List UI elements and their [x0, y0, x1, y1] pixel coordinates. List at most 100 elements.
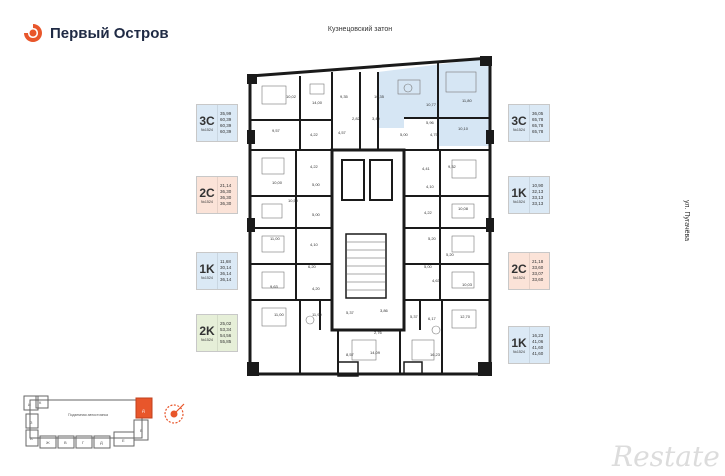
area-value: 54,56 — [220, 333, 232, 338]
room-area-label: 5,20 — [446, 252, 455, 257]
room-area-label: 16,23 — [430, 352, 441, 357]
apartment-code: 3C — [199, 113, 215, 128]
highlighted-section[interactable] — [135, 397, 153, 419]
area-value: 11,68 — [220, 259, 231, 264]
apartment-code: 1K — [511, 335, 527, 350]
room-area-label: 9,32 — [448, 164, 457, 169]
area-value: 36,30 — [220, 189, 232, 194]
area-value: 65,78 — [532, 117, 544, 122]
apartment-number: №1524 — [513, 127, 525, 132]
apartment-code: 2K — [199, 323, 215, 338]
room-area-label: 4,10 — [426, 184, 435, 189]
apartment-code: 2C — [199, 185, 215, 200]
room-area-label: 9,35 — [340, 94, 349, 99]
kp-section-z: З — [30, 420, 33, 425]
area-value: 35,99 — [220, 111, 232, 116]
kp-parking-label: Подземная автостоянка — [68, 413, 108, 417]
room-area-label: 11,80 — [462, 98, 472, 103]
room-area-label: 11,00 — [274, 312, 284, 317]
key-plan: И К З Ж В Г Д Е Б А Д Подземная автостоя… — [23, 395, 185, 449]
room-area-label: 2,76 — [374, 330, 383, 335]
room-area-label: 14,09 — [370, 350, 381, 355]
area-value: 60,39 — [220, 117, 232, 122]
room-area-label: 11,90 — [312, 312, 322, 317]
room-area-label: 10,03 — [462, 282, 473, 287]
room-area-label: 6,17 — [428, 316, 437, 321]
apartment-number: №1524 — [201, 127, 213, 132]
room-area-label: 4,41 — [422, 166, 431, 171]
watermark: Restate — [612, 440, 720, 473]
room-area-label: 6,20 — [308, 264, 317, 269]
brand-name: Первый Остров — [50, 24, 169, 42]
room-area-label: 4,57 — [338, 130, 347, 135]
area-value: 36,05 — [532, 111, 544, 116]
room-area-label: 4,22 — [310, 164, 319, 169]
apartment-code: 3C — [511, 113, 527, 128]
apartment-code: 1K — [511, 185, 527, 200]
area-value: 10,90 — [532, 183, 544, 188]
area-value: 41,60 — [532, 351, 544, 356]
room-area-label: 11,00 — [270, 236, 280, 241]
room-area-label: 5,37 — [346, 310, 355, 315]
room-area-label: 10,10 — [458, 126, 469, 131]
room-area-label: 4,22 — [424, 210, 433, 215]
apartment-number: №1524 — [201, 199, 213, 204]
kp-section-v: В — [64, 440, 67, 445]
room-area-label: 5,20 — [428, 236, 437, 241]
area-value: 33,60 — [532, 265, 544, 270]
apartment-number: №1524 — [513, 349, 525, 354]
room-area-label: 3,86 — [380, 308, 389, 313]
area-value: 41,06 — [532, 339, 544, 344]
area-value: 53,34 — [220, 327, 232, 332]
area-value: 33,60 — [532, 277, 544, 282]
room-area-label: 10,00 — [272, 180, 283, 185]
building-core — [330, 148, 406, 332]
room-area-label: 9,57 — [272, 128, 281, 133]
room-area-label: 14,00 — [312, 100, 323, 105]
room-area-label: 5,00 — [424, 264, 433, 269]
area-value: 36,30 — [220, 195, 232, 200]
kp-section-k: К — [39, 400, 42, 405]
apartment-code: 2C — [511, 261, 527, 276]
kp-section-b: Б — [140, 428, 143, 433]
area-value: 21,14 — [220, 183, 232, 188]
area-value: 21,18 — [532, 259, 544, 264]
kp-section-zh: Ж — [46, 440, 50, 445]
brand-logo[interactable]: Первый Остров — [22, 22, 169, 44]
room-area-label: 10,77 — [426, 102, 437, 107]
room-area-label: 9,63 — [270, 284, 279, 289]
area-value: 16,23 — [532, 333, 544, 338]
apartment-code: 1K — [199, 261, 215, 276]
area-value: 30,14 — [220, 265, 232, 270]
room-area-label: 4,75 — [430, 132, 439, 137]
room-area-label: 2,82 — [352, 116, 361, 121]
area-value: 33,13 — [532, 195, 544, 200]
area-value: 65,78 — [532, 123, 544, 128]
area-value: 41,60 — [532, 345, 544, 350]
street-label-top: Кузнецовский затон — [327, 26, 393, 33]
room-area-label: 4,63 — [432, 278, 441, 283]
room-area-label: 10,02 — [286, 94, 297, 99]
kp-section-g: Г — [82, 440, 85, 445]
apartment-number: №1524 — [513, 275, 525, 280]
compass-icon — [164, 404, 184, 424]
